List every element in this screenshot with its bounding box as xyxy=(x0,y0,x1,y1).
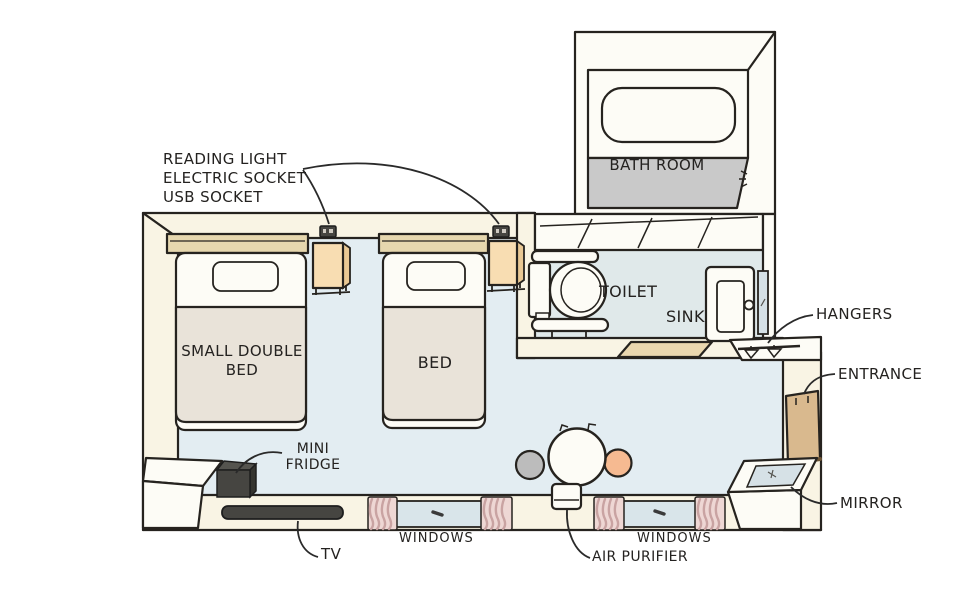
leader-mirror xyxy=(790,486,838,505)
toilet-label: TOILET xyxy=(599,282,658,301)
callout-leaders xyxy=(235,162,838,559)
tv-unit xyxy=(221,505,344,520)
pillow xyxy=(406,261,466,291)
window-right xyxy=(593,496,726,531)
mirror-label: MIRROR xyxy=(840,494,903,512)
headboard xyxy=(165,232,310,255)
sink-label: SINK xyxy=(666,307,705,326)
tv-label: TV xyxy=(321,545,342,563)
curtain xyxy=(367,496,398,531)
air-purifier-label: AIR PURIFIER xyxy=(592,549,688,565)
grab-bar xyxy=(530,249,600,264)
small-double-bed xyxy=(165,232,310,432)
amenity-callout: READING LIGHT ELECTRIC SOCKET USB SOCKET xyxy=(163,150,306,207)
bathtub xyxy=(600,86,737,144)
toilet-room-top-panels xyxy=(533,212,765,252)
toilet-tank xyxy=(527,261,552,319)
nightstand-right xyxy=(486,239,526,292)
hanger-rod xyxy=(737,344,801,351)
entrance-door xyxy=(784,389,822,466)
bathroom-floor xyxy=(586,156,750,210)
bed xyxy=(377,232,490,430)
air-purifier-unit xyxy=(550,482,583,511)
curtain xyxy=(694,496,726,531)
leader-tv xyxy=(296,520,319,558)
toilet-bowl xyxy=(548,260,608,320)
hangers-shapes xyxy=(743,345,783,360)
leader-socket-right xyxy=(302,162,500,225)
hanger-shelf xyxy=(728,335,823,362)
amenity-line-2: ELECTRIC SOCKET xyxy=(163,169,307,187)
curtain xyxy=(480,496,513,531)
small-double-bed-label: SMALL DOUBLE BED xyxy=(181,342,303,379)
bathroom-label: BATH ROOM xyxy=(609,156,705,174)
mirror-glass xyxy=(745,463,807,488)
headboard xyxy=(377,232,490,255)
pillow xyxy=(212,261,279,292)
stool-gray xyxy=(514,449,546,481)
sink-unit xyxy=(704,265,769,343)
toilet-fixture xyxy=(527,249,610,338)
windows-left-label: WINDOWS xyxy=(399,531,474,546)
leader-entrance xyxy=(803,373,836,395)
leader-hangers xyxy=(767,314,814,344)
entrance-label: ENTRANCE xyxy=(838,365,923,383)
mini-fridge-label: MINI FRIDGE xyxy=(285,441,341,473)
leader-mini-fridge xyxy=(235,451,283,474)
grab-bar xyxy=(530,317,610,333)
sink-knob xyxy=(743,299,755,311)
luggage-bench xyxy=(141,456,224,530)
table-and-stools xyxy=(514,423,633,487)
amenity-line-1: READING LIGHT xyxy=(163,150,287,168)
nightstand-left xyxy=(311,241,351,295)
amenity-line-3: USB SOCKET xyxy=(163,188,263,206)
socket-left xyxy=(319,225,337,238)
curtain xyxy=(593,496,625,531)
window-left xyxy=(367,496,513,531)
window-latch xyxy=(653,509,666,516)
entry-mat xyxy=(616,340,714,359)
bed-label: BED xyxy=(417,353,453,372)
stool-peach xyxy=(603,448,633,478)
leader-air-purifier xyxy=(566,509,591,559)
shower-icon xyxy=(739,170,760,188)
windows-right-label: WINDOWS xyxy=(637,531,712,546)
mini-fridge xyxy=(215,460,258,499)
leader-socket-left xyxy=(302,169,330,225)
bathroom xyxy=(573,30,777,216)
round-table xyxy=(547,427,607,487)
hangers-label: HANGERS xyxy=(816,305,893,323)
socket-right xyxy=(492,225,510,238)
blanket xyxy=(174,305,308,424)
mirror-box xyxy=(726,456,819,531)
blanket xyxy=(381,305,487,422)
window-latch xyxy=(431,510,444,517)
